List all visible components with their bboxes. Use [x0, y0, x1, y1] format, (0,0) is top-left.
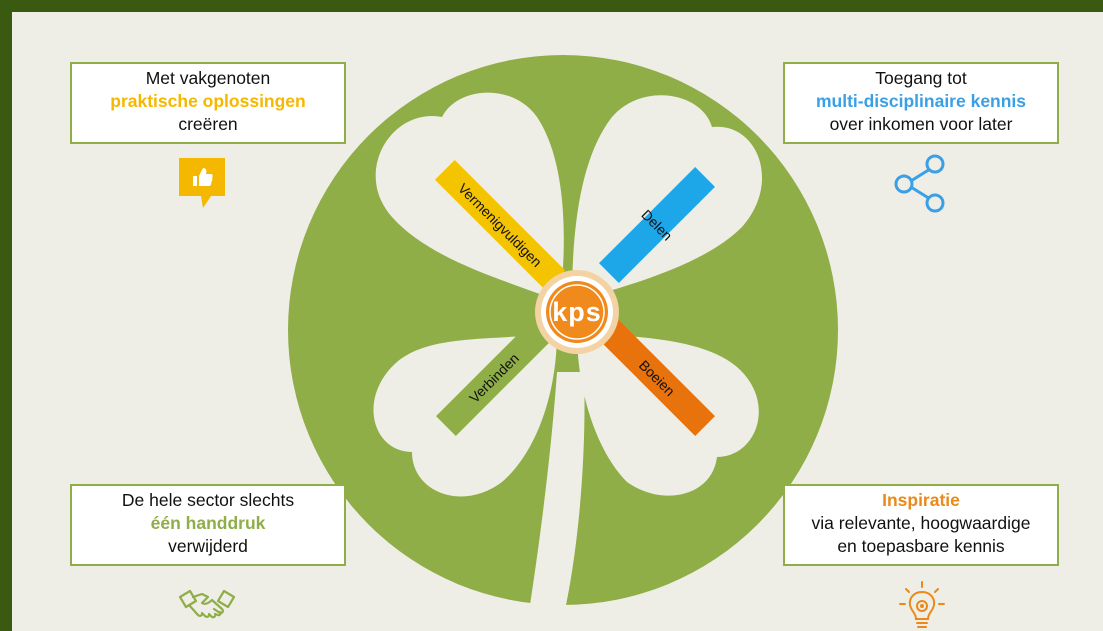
handshake-icon — [178, 589, 236, 619]
box-bottom-left-line1: De hele sector slechts — [121, 490, 295, 510]
box-top-right: Toegang tot multi-disciplinaire kennis o… — [783, 62, 1059, 144]
box-bottom-right: Inspiratie via relevante, hoogwaardige e… — [783, 484, 1059, 566]
box-top-left-line1: Met vakgenoten — [145, 68, 271, 88]
box-top-left: Met vakgenoten praktische oplossingen cr… — [70, 62, 346, 144]
box-bottom-right-highlight: Inspiratie — [882, 490, 960, 510]
share-icon — [894, 154, 945, 213]
bar-delen: Delen — [599, 167, 715, 283]
lightbulb-icon — [899, 581, 945, 628]
box-bottom-left-highlight: één handdruk — [150, 513, 266, 533]
kps-logo: kps — [535, 270, 619, 354]
box-top-right-highlight: multi-disciplinaire kennis — [815, 91, 1027, 111]
box-top-left-line3: creëren — [178, 114, 238, 134]
box-top-left-highlight: praktische oplossingen — [110, 91, 306, 111]
box-top-right-line1: Toegang tot — [875, 68, 967, 88]
kps-logo-text: kps — [552, 297, 602, 327]
box-bottom-left: De hele sector slechts één handdruk verw… — [70, 484, 346, 566]
box-bottom-left-line3: verwijderd — [168, 536, 248, 556]
box-bottom-right-line2: via relevante, hoogwaardige — [811, 513, 1031, 533]
box-bottom-right-line3: en toepasbare kennis — [837, 536, 1005, 556]
clover-graphic: Vermenigvuldigen Delen Verbinden Boeien … — [288, 55, 838, 631]
petal-bottom-right — [577, 332, 759, 496]
box-top-right-line3: over inkomen voor later — [829, 114, 1013, 134]
clover-stem — [525, 372, 585, 631]
thumbs-up-speech-bubble-icon — [179, 158, 225, 208]
diagram-stage: Vermenigvuldigen Delen Verbinden Boeien … — [12, 12, 1103, 631]
